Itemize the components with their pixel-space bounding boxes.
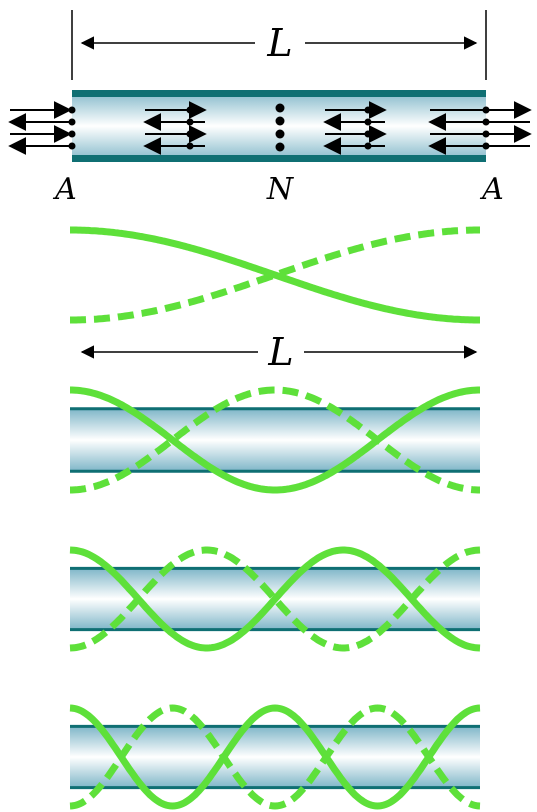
node-dot xyxy=(275,116,285,126)
node-dot xyxy=(275,129,285,139)
tube-body xyxy=(70,408,480,472)
node-label: N xyxy=(266,172,295,207)
node-dot xyxy=(275,142,285,152)
displacement-arrows xyxy=(8,101,532,155)
node-dot xyxy=(275,103,285,113)
air-particle-dot xyxy=(186,142,194,150)
air-particle-dot xyxy=(364,118,372,126)
air-particle-dot xyxy=(364,106,372,114)
wave-solid xyxy=(70,226,480,324)
air-particle-dot xyxy=(186,118,194,126)
air-particle-dot xyxy=(186,106,194,114)
panel-fundamental xyxy=(70,226,480,324)
tube-body xyxy=(70,726,480,788)
tube-edge-bottom xyxy=(70,786,480,790)
air-particle-dot xyxy=(482,142,490,150)
air-particle-dot xyxy=(482,106,490,114)
air-particle-dot xyxy=(482,130,490,138)
wave-panels xyxy=(69,226,481,810)
wave-dashed xyxy=(69,704,481,810)
wave-dashed xyxy=(70,386,480,494)
air-particle-dot xyxy=(482,118,490,126)
tube-edge-bottom xyxy=(70,628,480,632)
antinode-label-left: A xyxy=(52,172,77,207)
air-particle-dot xyxy=(68,106,76,114)
antinode-label-right: A xyxy=(479,172,504,207)
tube-edge-bottom xyxy=(70,469,480,473)
tube-edge-top xyxy=(70,407,480,411)
tube-edge-top xyxy=(70,566,480,570)
panel-second-harmonic xyxy=(70,386,480,494)
air-particle-dot xyxy=(186,130,194,138)
panel-third-harmonic xyxy=(69,546,481,652)
air-particle-dot xyxy=(68,142,76,150)
wave-solid xyxy=(69,704,481,810)
tube-edge-top xyxy=(70,724,480,728)
node-dots xyxy=(275,103,285,152)
wave-solid xyxy=(70,386,480,494)
length-label-top: L xyxy=(266,21,292,65)
air-particle-dot xyxy=(364,142,372,150)
air-particle-dot xyxy=(68,118,76,126)
air-particle-dot xyxy=(364,130,372,138)
air-particle-dot xyxy=(68,130,76,138)
panel-fourth-harmonic xyxy=(69,704,481,810)
wave-dashed xyxy=(69,546,481,652)
length-label-lower: L xyxy=(267,330,293,374)
